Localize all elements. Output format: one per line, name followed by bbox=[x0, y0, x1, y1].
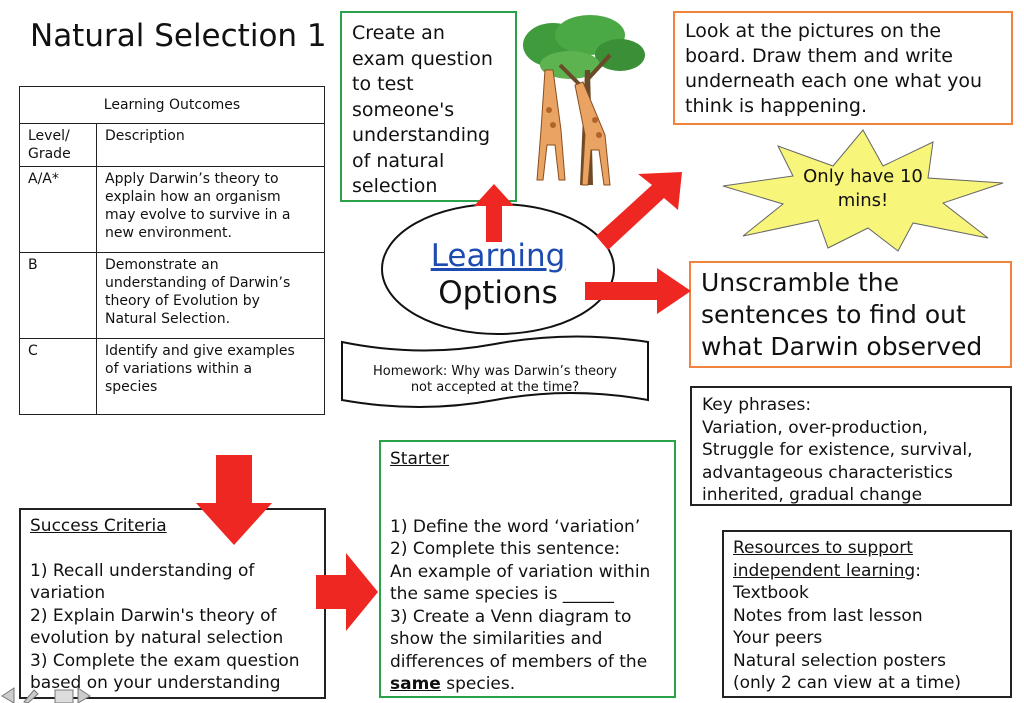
starter-heading: Starter bbox=[390, 449, 449, 469]
arrow-right bbox=[585, 268, 691, 314]
homework-banner bbox=[341, 335, 649, 408]
slide-navigation-icons[interactable] bbox=[0, 686, 92, 703]
success-heading: Success Criteria bbox=[30, 516, 167, 536]
arrow-down bbox=[196, 455, 272, 545]
options-label: Options bbox=[438, 275, 558, 311]
resources-box: Resources to support independent learnin… bbox=[722, 530, 1012, 698]
description-cell: Identify and give examples of variations… bbox=[96, 338, 325, 415]
arrow-right-lower bbox=[316, 553, 378, 631]
starter-task: Starter 1) Define the word ‘variation’2)… bbox=[379, 440, 676, 698]
column-description: Description bbox=[96, 123, 325, 167]
learning-options: Learning Options bbox=[398, 238, 598, 312]
column-level: Level/Grade bbox=[19, 123, 97, 167]
arrow-up bbox=[474, 184, 514, 242]
grade-cell: B bbox=[19, 252, 97, 339]
arrow-up-right bbox=[596, 172, 682, 250]
table-row: B Demonstrate an understanding of Darwin… bbox=[19, 252, 325, 339]
table-row: A/A* Apply Darwin’s theory to explain ho… bbox=[19, 166, 325, 253]
description-cell: Apply Darwin’s theory to explain how an … bbox=[96, 166, 325, 253]
description-cell: Demonstrate an understanding of Darwin’s… bbox=[96, 252, 325, 339]
giraffe-illustration bbox=[523, 15, 645, 186]
page-title: Natural Selection 1 bbox=[30, 18, 327, 54]
starburst-shape bbox=[722, 129, 1004, 252]
table-row: C Identify and give examples of variatio… bbox=[19, 338, 325, 415]
success-criteria: Success Criteria 1) Recall understanding… bbox=[19, 508, 326, 699]
learning-link[interactable]: Learning bbox=[430, 238, 566, 274]
grade-cell: C bbox=[19, 338, 97, 415]
grade-cell: A/A* bbox=[19, 166, 97, 253]
learning-outcomes-table: Learning Outcomes Level/Grade Descriptio… bbox=[19, 86, 325, 415]
table-header: Learning Outcomes bbox=[19, 86, 325, 124]
key-phrases: Key phrases:Variation, over-production,S… bbox=[690, 386, 1012, 506]
